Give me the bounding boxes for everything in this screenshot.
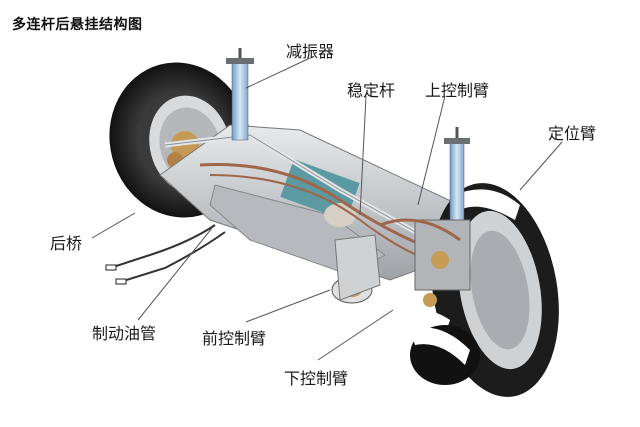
label-upper-control-arm: 上控制臂 <box>425 81 490 100</box>
right-knuckle <box>379 218 471 307</box>
left-shock-absorber <box>226 48 254 141</box>
subframe <box>159 124 471 304</box>
leader-rear-axle <box>91 212 136 239</box>
diagram-title: 多连杆后悬挂结构图 <box>12 17 143 33</box>
leader-trailing-arm <box>519 141 563 191</box>
label-lower-control-arm: 下控制臂 <box>284 369 349 388</box>
leader-lower-control-arm <box>317 309 394 361</box>
label-rear-axle: 后桥 <box>50 234 83 253</box>
leader-brake-line <box>137 227 213 321</box>
leader-stabilizer-bar <box>359 95 367 216</box>
label-shock-absorber: 减振器 <box>286 42 335 61</box>
leader-shock-absorber <box>245 57 311 89</box>
label-brake-line: 制动油管 <box>92 324 157 343</box>
label-trailing-arm: 定位臂 <box>548 124 597 143</box>
leader-front-control-arm <box>245 289 331 323</box>
leader-upper-control-arm <box>417 95 446 206</box>
label-stabilizer-bar: 稳定杆 <box>347 81 396 100</box>
brake-lines <box>105 224 226 285</box>
leader-lines <box>91 57 563 361</box>
label-front-control-arm: 前控制臂 <box>202 329 267 348</box>
